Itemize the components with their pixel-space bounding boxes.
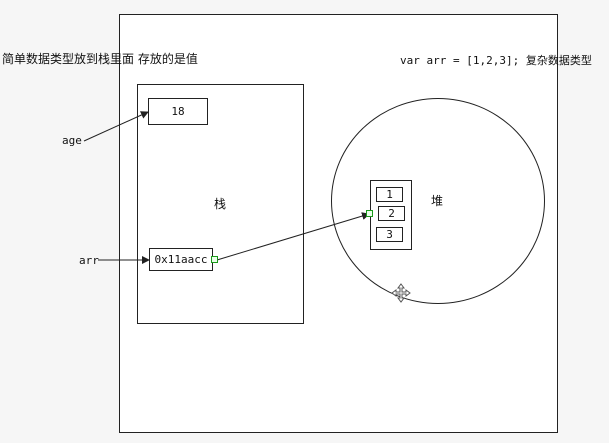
age-label: age	[62, 134, 82, 147]
connector-end-handle[interactable]	[366, 210, 373, 217]
heap-cell-3: 3	[376, 227, 403, 242]
heap-circle[interactable]	[331, 98, 545, 304]
reference-arrow	[216, 212, 370, 261]
heap-cell-1: 1	[376, 187, 403, 202]
stack-label: 栈	[214, 197, 227, 211]
simple-types-note: 简单数据类型放到栈里面 存放的是值	[2, 52, 198, 66]
heap-cell-2: 2	[378, 206, 405, 221]
move-cursor-icon	[391, 283, 411, 303]
age-value-box[interactable]: 18	[148, 98, 208, 125]
connector-start-handle[interactable]	[211, 256, 218, 263]
heap-label: 堆	[431, 194, 444, 208]
age-arrow	[83, 111, 149, 142]
arr-label: arr	[79, 254, 99, 267]
code-note: var arr = [1,2,3]; 复杂数据类型	[400, 54, 592, 67]
